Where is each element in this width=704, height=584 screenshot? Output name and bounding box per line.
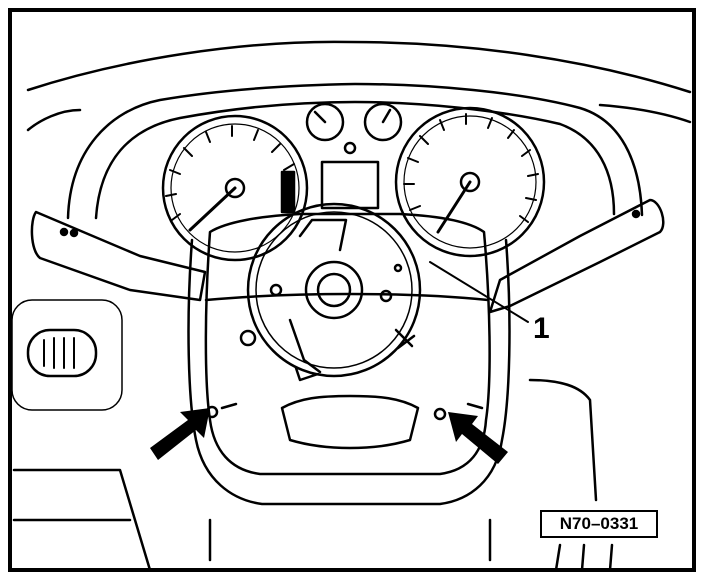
cluster-hood <box>66 82 644 220</box>
tachometer-gauge <box>161 114 309 262</box>
callout-label-1: 1 <box>533 312 550 345</box>
figure-frame <box>8 8 696 572</box>
left-arrow-icon <box>150 408 210 460</box>
right-arrow-icon <box>448 412 508 464</box>
fuel-temp-gauges <box>305 102 403 210</box>
cluster-hood-inner <box>94 100 616 220</box>
column-base <box>208 518 614 572</box>
clock-spring <box>246 202 422 382</box>
speedometer-gauge <box>394 106 546 258</box>
callout-leader <box>429 261 529 323</box>
dashboard-outline <box>26 40 692 94</box>
lower-right-panel <box>528 378 598 502</box>
air-vent <box>11 299 123 411</box>
column-shroud-edge <box>187 238 511 506</box>
reference-code-label: N70–0331 <box>540 510 658 538</box>
lower-left-panel <box>12 468 152 572</box>
left-stalk <box>30 210 207 302</box>
shroud-screw-hole <box>239 329 257 347</box>
shroud-lower-cutout <box>280 394 420 450</box>
dashboard-edge <box>26 103 692 132</box>
